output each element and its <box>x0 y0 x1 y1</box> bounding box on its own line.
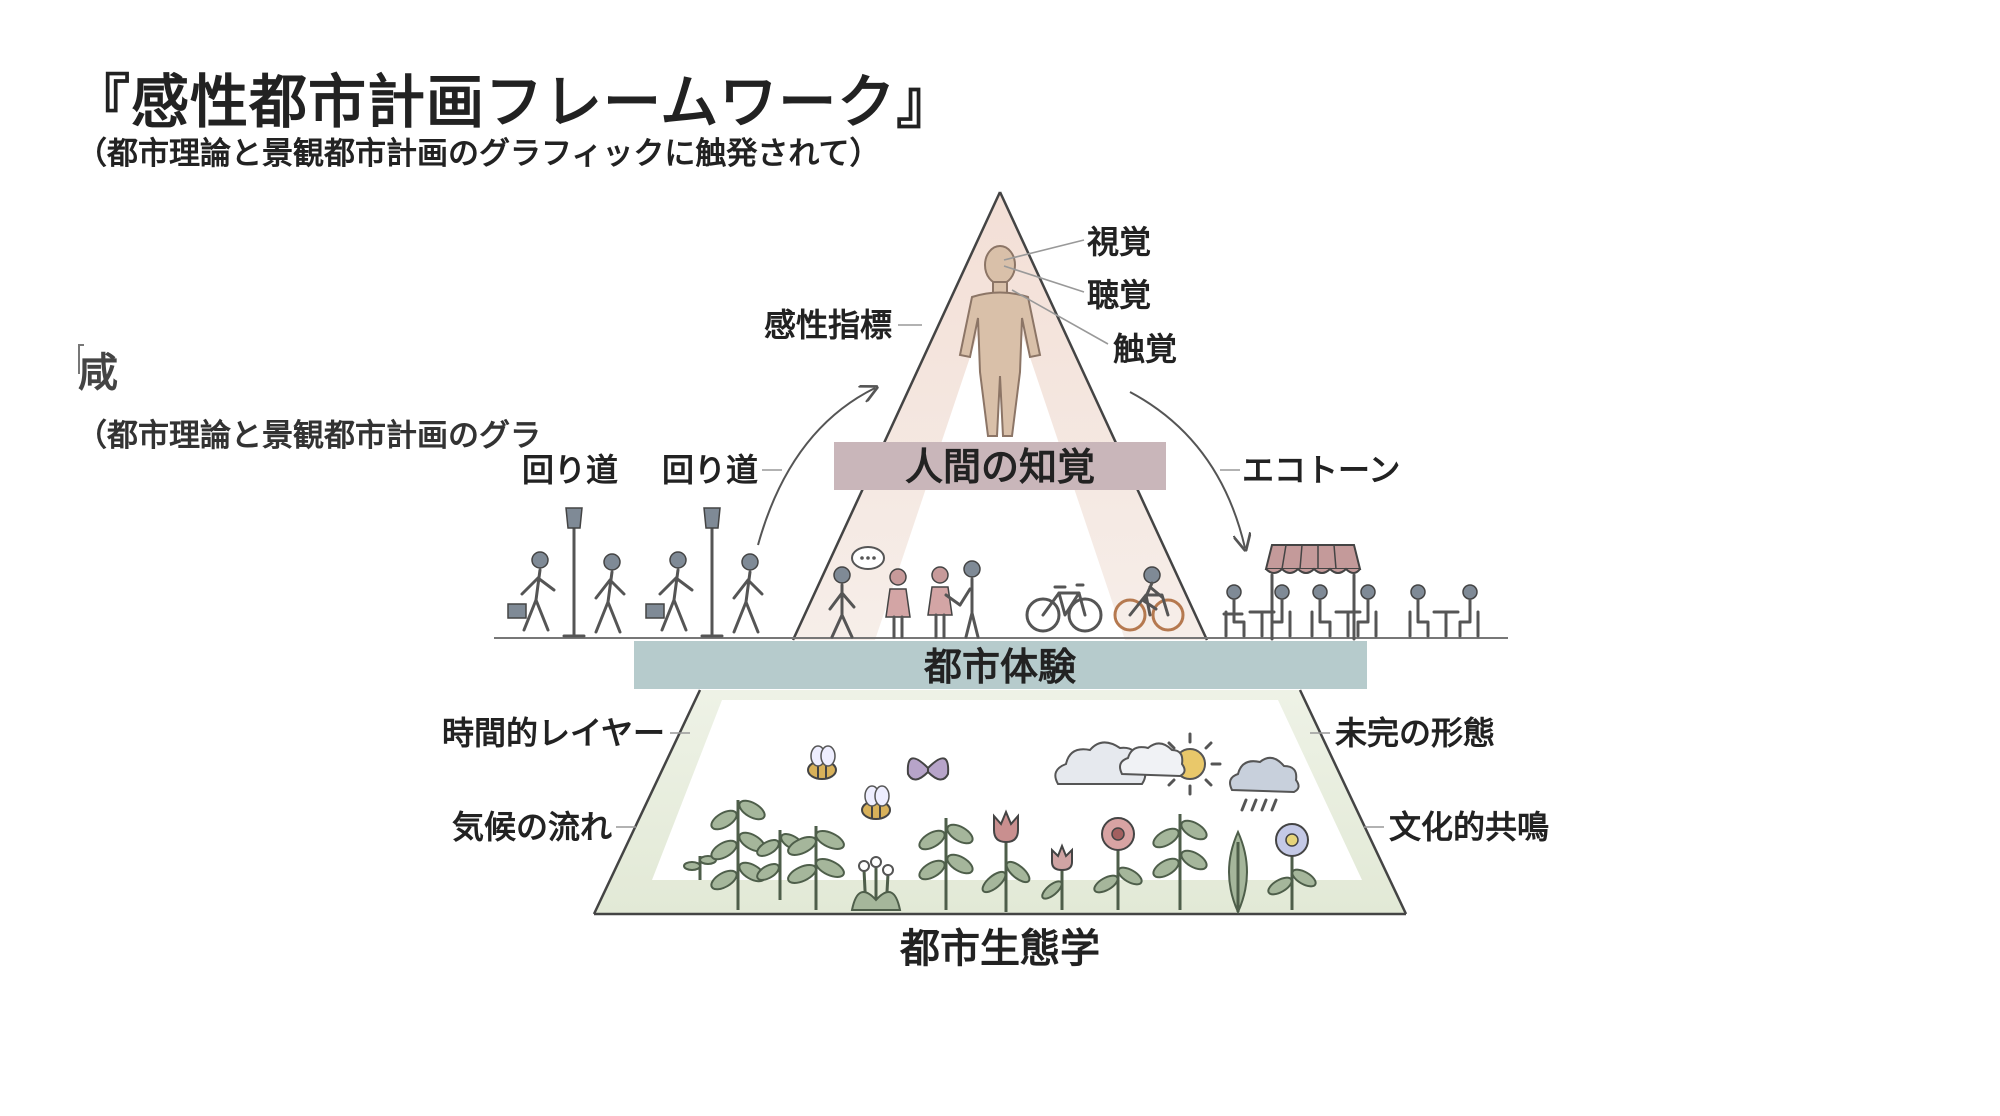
bee-icon <box>861 785 891 820</box>
bicycle-icon <box>1025 583 1103 633</box>
sense-label-sight: 視覚 <box>1087 223 1151 261</box>
cafe-table-icon <box>1310 584 1378 638</box>
talking-person-icon <box>885 568 911 639</box>
street-lamp-icon <box>700 507 724 638</box>
human-figure-icon <box>958 245 1042 437</box>
cafe-table-icon <box>1222 584 1292 638</box>
flower-icon <box>1267 823 1317 910</box>
unfinished-form-label: 未完の形態 <box>1335 714 1495 752</box>
right-curved-arrow <box>1129 391 1245 548</box>
walking-person-icon <box>594 553 626 634</box>
human-perception-label: 人間の知覚 <box>905 445 1095 489</box>
rain-cloud-icon <box>1229 756 1300 812</box>
temporal-layer-label: 時間的レイヤー <box>442 714 665 752</box>
detour-label-1: 回り道 <box>522 451 618 489</box>
bee-icon <box>807 745 837 780</box>
flower-icon <box>1093 817 1143 910</box>
cloud-icon <box>1119 742 1186 778</box>
walking-person-icon <box>507 551 556 632</box>
sense-leaders <box>1003 239 1109 345</box>
butterfly-icon <box>906 757 950 781</box>
page-title: 『感性都市計画フレームワーク』 <box>72 68 956 136</box>
sense-label-hearing: 聴覚 <box>1087 276 1151 314</box>
ghost-subtitle-fragment: （都市理論と景観都市計画のグラ <box>76 418 541 454</box>
urban-experience-band <box>634 641 1367 689</box>
plant-icon <box>918 818 974 910</box>
left-curved-arrow <box>757 388 875 546</box>
urban-ecology-label: 都市生態学 <box>899 926 1100 972</box>
cultural-resonance-label: 文化的共鳴 <box>1389 808 1549 846</box>
plant-icon <box>1152 814 1208 910</box>
street-lamp-icon <box>562 507 586 638</box>
human-perception-band <box>834 442 1166 490</box>
plant-icon <box>1228 829 1248 915</box>
detour-label-2: 回り道 <box>662 451 758 489</box>
tulip-icon <box>981 809 1031 912</box>
walking-person-icon <box>732 553 764 634</box>
page-subtitle: （都市理論と景観都市計画のグラフィックに触発されて） <box>76 136 881 172</box>
flower-icon <box>850 856 902 911</box>
tulip-icon <box>1041 843 1073 910</box>
climate-flow-label: 気候の流れ <box>452 808 612 846</box>
walking-person-icon <box>645 551 694 632</box>
handshake-people-icon <box>927 560 981 639</box>
talking-person-icon <box>828 566 856 639</box>
ghost-bracket <box>78 344 84 374</box>
plant-icon <box>787 826 845 910</box>
cafe-table-icon <box>1408 584 1480 638</box>
cyclist-icon <box>1113 566 1185 632</box>
ecotone-label: エコトーン <box>1242 451 1400 489</box>
sensory-indicator-label: 感性指標 <box>764 306 892 344</box>
urban-experience-label: 都市体験 <box>923 645 1077 689</box>
ghost-title-fragment: 咸 <box>78 350 118 396</box>
sense-label-touch: 触覚 <box>1113 330 1177 368</box>
speech-bubble-icon <box>851 546 885 570</box>
